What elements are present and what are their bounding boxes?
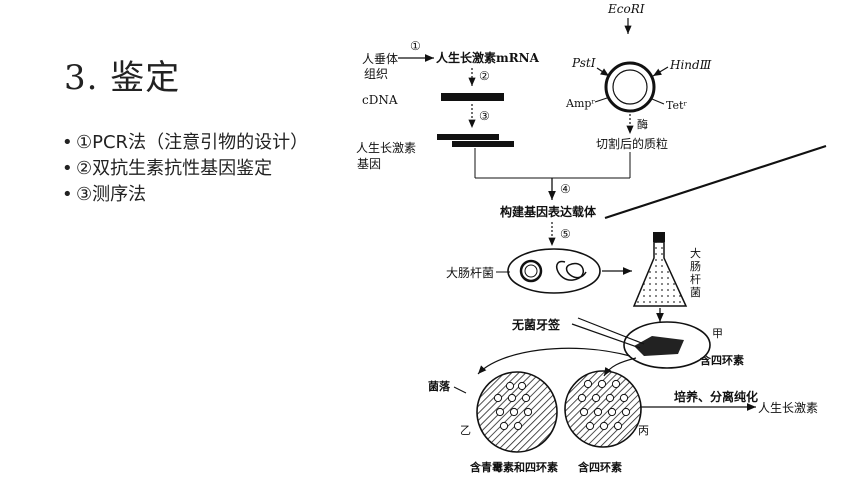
tissue-label-1: 人垂体 xyxy=(362,52,398,66)
cdna-label: cDNA xyxy=(362,93,398,107)
bing-label: 丙 xyxy=(638,424,649,437)
plate-jia xyxy=(623,321,711,369)
step5-label: ⑤ xyxy=(560,227,571,241)
bullet-item: • ②双抗生素抗性基因鉴定 xyxy=(62,158,302,180)
ampr-line xyxy=(594,97,608,103)
ecoli-chromosome xyxy=(555,260,587,281)
ecoli-plasmid-ring-inner xyxy=(524,264,538,278)
ampr-label: Ampʳ xyxy=(565,97,595,110)
bullet-marker: • xyxy=(62,158,73,179)
plate-bing xyxy=(564,370,642,448)
flask-label-3: 杆 xyxy=(690,272,701,286)
tetracycline-label: 含四环素 xyxy=(699,353,744,367)
diagonal-pointer-line xyxy=(604,144,827,220)
toothpick-label: 无菌牙签 xyxy=(511,317,561,332)
hormone-label: 人生长激素 xyxy=(758,401,818,415)
construct-label: 构建基因表达载体 xyxy=(500,204,597,219)
bullet-item: • ①PCR法（注意引物的设计） xyxy=(62,132,308,154)
flask-label-1: 大 xyxy=(690,246,701,260)
ecoli-plasmid-ring xyxy=(519,259,543,283)
flask-label-2: 肠 xyxy=(690,260,701,273)
bullet-text: ③测序法 xyxy=(76,184,147,205)
step3-label: ③ xyxy=(479,109,490,123)
flask-stopper xyxy=(653,232,665,242)
bullet-text: ①PCR法（注意引物的设计） xyxy=(76,132,309,153)
step4-label: ④ xyxy=(560,182,571,196)
enzyme-label: 酶 xyxy=(637,118,648,131)
plate-yi-colonies xyxy=(493,381,533,431)
colony-pointer xyxy=(453,386,467,394)
plate-bing-caption: 含四环素 xyxy=(577,460,622,474)
culture-label: 培养、分离纯化 xyxy=(674,389,758,404)
bullet-marker: • xyxy=(62,184,73,205)
slide-title: 3. 鉴定 xyxy=(64,58,181,98)
bullet-marker: • xyxy=(62,132,73,153)
ecoli-cell xyxy=(507,248,601,294)
plate-yi-caption: 含青霉素和四环素 xyxy=(469,460,558,474)
plasmid-inner xyxy=(612,69,648,105)
step1-label: ① xyxy=(410,39,421,53)
tetr-line xyxy=(651,98,665,105)
dsdna-strand-top xyxy=(437,134,499,140)
cut-plasmid-label: 切割后的质粒 xyxy=(596,136,668,151)
toothpick-1 xyxy=(571,323,641,349)
flask-label-4: 菌 xyxy=(690,286,701,299)
dsdna-strand-bottom xyxy=(452,141,514,147)
tetr-label: Tetʳ xyxy=(666,99,687,112)
plasmid-outer xyxy=(604,61,656,113)
plate-jia-culture xyxy=(634,336,684,356)
psti-arrow xyxy=(596,67,610,77)
bullet-list: • ①PCR法（注意引物的设计） • ②双抗生素抗性基因鉴定 • ③测序法 xyxy=(62,132,308,210)
hindiii-label: HindⅢ xyxy=(669,58,712,72)
ecori-label: EcoRⅠ xyxy=(607,2,645,16)
jia-label: 甲 xyxy=(712,327,723,340)
curve-arrow-to-yi xyxy=(477,347,631,375)
gene-label-1: 人生长激素 xyxy=(356,141,416,155)
mrna-label: 人生长激素mRNA xyxy=(436,50,540,65)
tissue-label-2: 组织 xyxy=(364,67,388,81)
flask-body xyxy=(632,241,688,307)
step2-label: ② xyxy=(479,69,490,83)
bullet-text: ②双抗生素抗性基因鉴定 xyxy=(76,158,273,179)
toothpick-2 xyxy=(577,317,645,345)
hindiii-arrow xyxy=(652,66,669,77)
psti-label: PstⅠ xyxy=(571,56,596,70)
cdna-strand xyxy=(441,93,504,101)
yi-label: 乙 xyxy=(460,424,471,437)
plate-bing-colonies xyxy=(577,379,631,431)
bullet-item: • ③测序法 xyxy=(62,184,302,206)
gene-label-2: 基因 xyxy=(357,157,381,171)
colony-label: 菌落 xyxy=(428,379,451,393)
ecoli-label: 大肠杆菌 xyxy=(446,266,494,280)
